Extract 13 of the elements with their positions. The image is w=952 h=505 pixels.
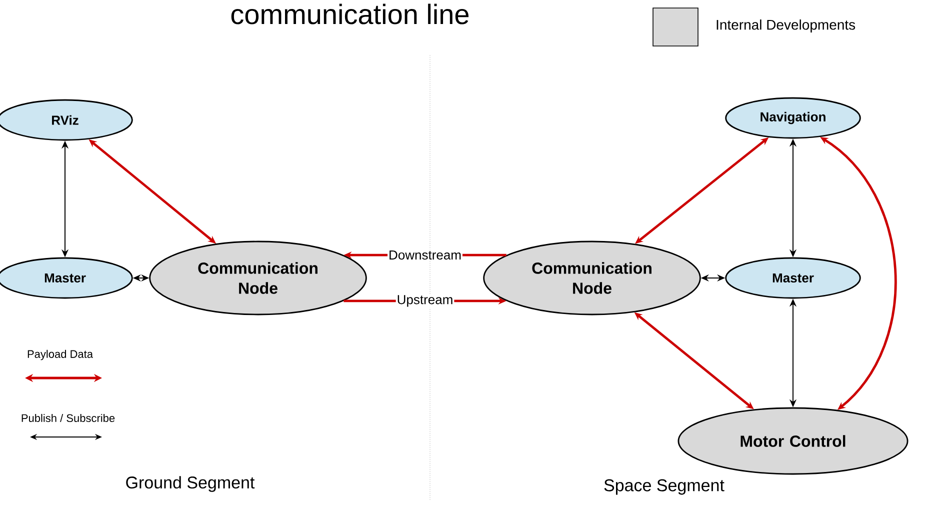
edge-label: Downstream <box>388 250 462 261</box>
legend-label: Payload Data <box>28 350 93 360</box>
legend-label: Publish / Subscribe <box>22 414 115 422</box>
ellipse-node: Navigation <box>725 97 861 139</box>
segment-label: Ground Segment <box>126 476 255 492</box>
title: communication line <box>231 4 469 24</box>
segment-label: Space Segment <box>604 479 724 495</box>
ellipse-node: Communication Node <box>149 240 367 316</box>
ellipse-node: Communication Node <box>483 240 701 316</box>
ellipse-node: Master <box>725 257 861 299</box>
ellipse-node: Motor Control <box>678 407 908 475</box>
edge-label: Upstream <box>396 294 454 308</box>
legend-label: Internal Developments <box>716 19 856 33</box>
